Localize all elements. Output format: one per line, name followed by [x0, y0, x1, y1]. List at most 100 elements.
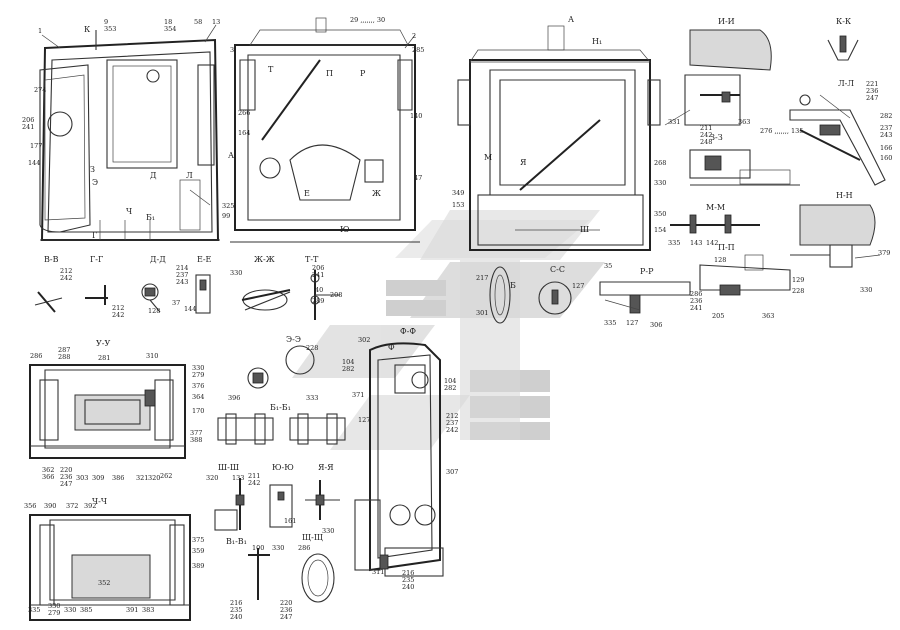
section-t-t: Т-Т [305, 255, 319, 264]
detail-zh-zh [241, 289, 291, 311]
section-v1-v1: В₁-В₁ [226, 537, 247, 546]
callout-392: 392 [84, 502, 96, 510]
callout-320: 320 [148, 474, 160, 482]
callout-352: 352 [98, 579, 110, 587]
callout-128b: 128 [148, 307, 160, 315]
callout-303: 303 [76, 474, 88, 482]
detail-e-e2 [247, 345, 315, 389]
callout-376: 376 [192, 382, 204, 390]
section-ch-ch: Ч-Ч [92, 497, 107, 506]
section-i-i: И-И [718, 17, 735, 26]
callout-286b: 286 [298, 544, 310, 552]
callout-363b: 363 [762, 312, 774, 320]
callout-375: 375 [192, 536, 204, 544]
detail-s-s [489, 266, 572, 324]
callout-325: 325 [222, 202, 234, 210]
detail-ya-ya [305, 480, 340, 520]
callout-1: 1 [38, 27, 42, 35]
callout-177: 177 [30, 142, 42, 150]
detail-t-t [310, 270, 340, 320]
section-v-v: В-В [44, 255, 59, 264]
leader-lines [41, 24, 881, 259]
detail-yu-yu [269, 484, 293, 528]
callout-302: 302 [358, 336, 370, 344]
callout-281: 281 [98, 354, 110, 362]
callout-262: 262 [160, 472, 172, 480]
section-s-s: С-С [550, 265, 565, 274]
marker-a2: А [228, 151, 234, 160]
marker-zh: Ж [372, 189, 381, 198]
marker-b1: Б₁ [146, 213, 155, 222]
detail-k-k [827, 35, 859, 61]
callout-268: 268 [654, 159, 666, 167]
marker-d: Д [150, 171, 157, 180]
callout-330b: 330 [860, 286, 872, 294]
section-yu-yu: Ю-Ю [272, 463, 294, 472]
callout-309: 309 [92, 474, 104, 482]
callout-286: 286 [30, 352, 42, 360]
section-n-n: Н-Н [836, 191, 853, 200]
detail-v-v [34, 291, 63, 313]
marker-yu: Ю [340, 225, 350, 234]
detail-n-n [790, 204, 876, 268]
marker-ch: Ч [126, 207, 132, 216]
section-sh-sh: Ш-Ш [218, 463, 239, 472]
callout-35: 35 [604, 262, 612, 270]
section-k-k: К-К [836, 17, 852, 26]
marker-e: Э [92, 178, 98, 187]
marker-m: М [484, 153, 492, 162]
callout-127: 127 [626, 319, 638, 327]
callout-127c: 127 [572, 282, 584, 290]
callout-282: 282 [880, 112, 892, 120]
callout-161: 161 [284, 517, 296, 525]
callout-350: 350 [654, 210, 666, 218]
section-f-f-cab [354, 342, 444, 577]
callout-266: 266 [238, 109, 250, 117]
detail-g-g [85, 285, 108, 305]
callout-140: 140 [410, 112, 422, 120]
marker-t: Т [268, 65, 274, 74]
section-z-z: З-З [710, 133, 723, 142]
callout-335c: 335 [28, 606, 40, 614]
callout-276-135: 276 ,,,,,,, 135 [760, 127, 803, 135]
callout-396: 396 [228, 394, 240, 402]
callout-363: 363 [738, 118, 750, 126]
callout-349: 349 [452, 189, 464, 197]
callout-40: 40 [315, 286, 323, 294]
detail-m-m [670, 214, 760, 234]
callout-99: 99 [222, 212, 230, 220]
callout-364: 364 [192, 393, 204, 401]
section-m-m: М-М [706, 203, 725, 212]
callout-274: 274 [34, 86, 46, 94]
callout-144b: 144 [184, 305, 196, 313]
marker-r: Р [360, 69, 366, 78]
callout-142: 142 [706, 239, 718, 247]
marker-l: Л [186, 171, 193, 180]
callout-144: 144 [28, 159, 40, 167]
callout-58: 58 [194, 18, 202, 26]
callout-320b: 320 [206, 474, 218, 482]
callout-330d: 330 [64, 606, 76, 614]
section-e-e: Е-Е [197, 255, 212, 264]
detail-d-d [141, 283, 161, 313]
callout-321: 321 [136, 474, 148, 482]
callout-330-zh: 330 [230, 269, 242, 277]
callout-390: 390 [44, 502, 56, 510]
callout-330-v1: 330 [272, 544, 284, 552]
detail-z-z [689, 149, 800, 186]
callout-331: 331 [668, 118, 680, 126]
